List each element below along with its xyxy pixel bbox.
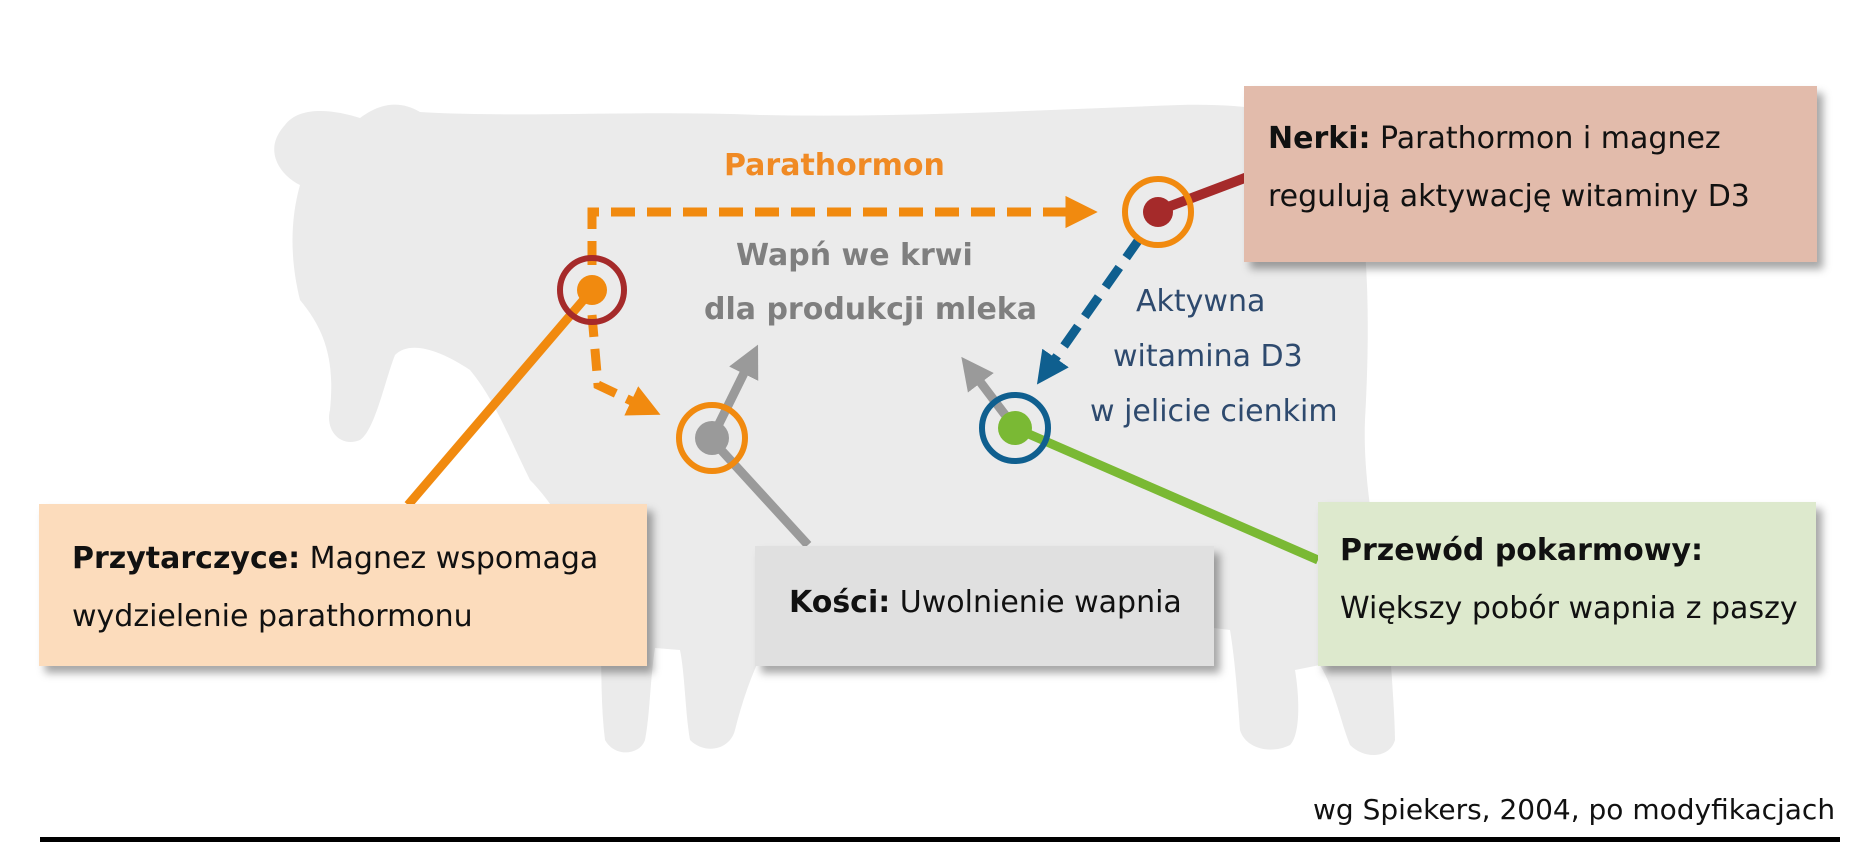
kidneys-text-line2: regulują aktywację witaminy D3 [1268, 179, 1750, 214]
parathyroid-title: Przytarczyce: [72, 541, 301, 576]
blood-calcium-label-line1: Wapń we krwi [736, 238, 973, 273]
bones-text-line1: Uwolnienie wapnia [890, 585, 1182, 620]
digestive-title: Przewód pokarmowy: [1340, 533, 1704, 568]
parathyroid-connector [404, 287, 596, 508]
blood-calcium-label-line2: dla produkcji mleka [704, 292, 1037, 327]
source-citation: wg Spiekers, 2004, po modyfikacjach [1313, 793, 1836, 826]
bones-node [676, 402, 748, 474]
parathormon-label: Parathormon [724, 148, 945, 183]
kidneys-node [1122, 176, 1194, 248]
bones-title: Kości: [789, 585, 891, 620]
bones-box: Kości: Uwolnienie wapnia [755, 546, 1214, 666]
digestive-box: Przewód pokarmowy: Większy pobór wapnia … [1318, 502, 1816, 666]
parathormon-arrow-to-bones [587, 314, 661, 416]
parathyroid-box: Przytarczyce: Magnez wspomaga wydzieleni… [39, 504, 647, 666]
kidneys-connector [1158, 171, 1252, 215]
parathyroid-text-line1: Magnez wspomaga [300, 541, 599, 576]
digestive-text-line2: Większy pobór wapnia z paszy [1340, 591, 1798, 626]
kidneys-title: Nerki: [1268, 121, 1371, 156]
bottom-divider [40, 837, 1840, 842]
parathyroid-text-line2: wydzielenie parathormonu [72, 599, 473, 634]
vitamin-d3-arrow [1036, 235, 1144, 385]
vitamin-d3-label-line3: w jelicie cienkim [1090, 394, 1338, 429]
vitamin-d3-label-line2: witamina D3 [1113, 339, 1303, 374]
vitamin-d3-label-line1: Aktywna [1136, 284, 1266, 319]
kidneys-box: Nerki: Parathormon i magnez regulują akt… [1244, 86, 1817, 262]
digestive-connector [1013, 423, 1320, 565]
bones-connector [708, 436, 812, 549]
parathormon-arrow-to-kidneys [587, 195, 1098, 265]
intestine-node [979, 392, 1051, 464]
kidneys-text-line1: Parathormon i magnez [1370, 121, 1721, 156]
parathyroid-node [557, 255, 627, 325]
